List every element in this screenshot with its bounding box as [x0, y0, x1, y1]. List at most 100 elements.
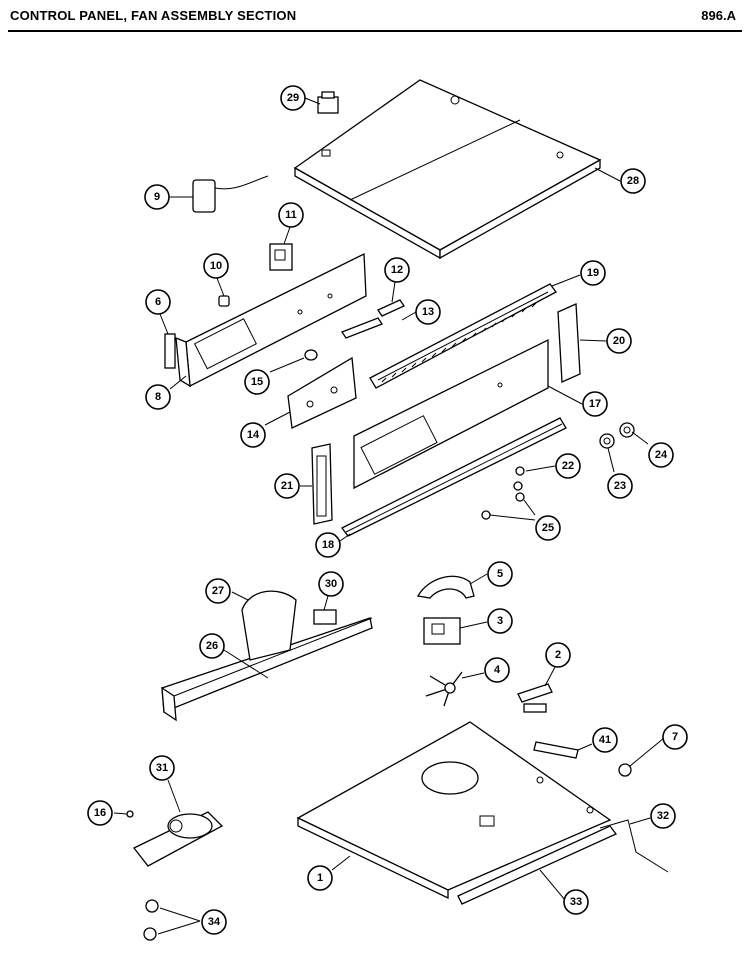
callout-15: 15 [244, 369, 270, 395]
callout-1: 1 [307, 865, 333, 891]
callout-21: 21 [274, 473, 300, 499]
part-33-strip [457, 825, 618, 905]
callout-16: 16 [87, 800, 113, 826]
callout-10: 10 [203, 253, 229, 279]
callout-29: 29 [280, 85, 306, 111]
callout-17: 17 [582, 391, 608, 417]
part-13-bracket [341, 317, 383, 339]
part-4-fan-blade [425, 671, 463, 707]
part-15-knob [304, 349, 318, 361]
part-26-fan-bracket [161, 617, 373, 722]
callout-19: 19 [580, 260, 606, 286]
part-34-fasteners [143, 899, 159, 941]
part-32-rod [599, 819, 669, 873]
callout-group: 29 28 9 11 10 12 19 6 13 20 15 8 14 17 2… [87, 85, 688, 935]
callout-4: 4 [484, 657, 510, 683]
part-10-clip [218, 295, 230, 307]
top-cover-plate [293, 79, 602, 260]
svg-text:13: 13 [422, 306, 434, 318]
part-3-motor [423, 617, 461, 645]
callout-5: 5 [487, 561, 513, 587]
callout-7: 7 [662, 724, 688, 750]
callout-13: 13 [415, 299, 441, 325]
callout-14: 14 [240, 422, 266, 448]
part-22-screw [515, 466, 525, 476]
part-24-knob [619, 422, 635, 438]
svg-text:11: 11 [285, 209, 297, 221]
svg-text:16: 16 [94, 807, 106, 819]
svg-text:25: 25 [542, 522, 554, 534]
svg-text:7: 7 [672, 731, 678, 743]
callout-23: 23 [607, 473, 633, 499]
callout-28: 28 [620, 168, 646, 194]
svg-text:12: 12 [391, 264, 403, 276]
callout-31: 31 [149, 755, 175, 781]
part-2-thermostat [517, 683, 553, 713]
header-rule [8, 30, 742, 32]
callout-22: 22 [555, 453, 581, 479]
callout-3: 3 [487, 608, 513, 634]
callout-30: 30 [318, 571, 344, 597]
part-23-knob [599, 433, 615, 449]
page-title: CONTROL PANEL, FAN ASSEMBLY SECTION [10, 8, 297, 23]
svg-text:10: 10 [210, 260, 222, 272]
part-31-motor-mount [132, 811, 224, 867]
callout-33: 33 [563, 889, 589, 915]
callout-6: 6 [145, 289, 171, 315]
svg-text:33: 33 [570, 896, 582, 908]
callout-2: 2 [545, 642, 571, 668]
page-code: 896.A [701, 8, 736, 23]
callout-12: 12 [384, 257, 410, 283]
svg-text:34: 34 [208, 916, 221, 928]
part-17-front-panel [353, 338, 549, 490]
svg-text:28: 28 [627, 175, 639, 187]
part-8-panel-bracket [175, 252, 367, 388]
svg-text:2: 2 [555, 649, 561, 661]
svg-text:17: 17 [589, 398, 601, 410]
svg-text:19: 19 [587, 267, 599, 279]
svg-text:41: 41 [599, 734, 611, 746]
svg-text:9: 9 [154, 191, 160, 203]
svg-text:31: 31 [156, 762, 168, 774]
part-19-vent-grille [369, 283, 557, 389]
callout-20: 20 [606, 328, 632, 354]
callout-26: 26 [199, 633, 225, 659]
part-12-bracket [377, 299, 405, 317]
svg-text:20: 20 [613, 335, 625, 347]
svg-text:3: 3 [497, 615, 503, 627]
callout-41: 41 [592, 727, 618, 753]
svg-text:23: 23 [614, 480, 626, 492]
part-11-component [269, 243, 293, 271]
callout-25: 25 [535, 515, 561, 541]
part-7-nut [618, 763, 632, 777]
part-21-end-cap [311, 443, 333, 525]
callout-34: 34 [201, 909, 227, 935]
part-14-control-board [287, 356, 357, 429]
part-16-clip [126, 810, 134, 818]
part-6-strip [164, 333, 176, 369]
svg-text:15: 15 [251, 376, 263, 388]
svg-text:29: 29 [287, 92, 299, 104]
svg-text:32: 32 [657, 810, 669, 822]
part-1-base-plate [296, 721, 612, 900]
svg-text:5: 5 [497, 568, 503, 580]
svg-text:6: 6 [155, 296, 161, 308]
part-27-shroud [241, 590, 297, 661]
svg-text:1: 1 [317, 872, 323, 884]
svg-text:4: 4 [494, 664, 501, 676]
svg-text:18: 18 [322, 539, 334, 551]
svg-text:30: 30 [325, 578, 337, 590]
callout-18: 18 [315, 532, 341, 558]
callout-8: 8 [145, 384, 171, 410]
part-5-strap [416, 575, 475, 599]
callout-11: 11 [278, 202, 304, 228]
part-9-relay [192, 175, 269, 213]
part-30-bracket [313, 609, 337, 625]
leader-lines [113, 97, 665, 935]
part-25-screws [481, 481, 525, 520]
part-29-switch [317, 91, 339, 114]
callout-9: 9 [144, 184, 170, 210]
svg-text:26: 26 [206, 640, 218, 652]
callout-24: 24 [648, 442, 674, 468]
